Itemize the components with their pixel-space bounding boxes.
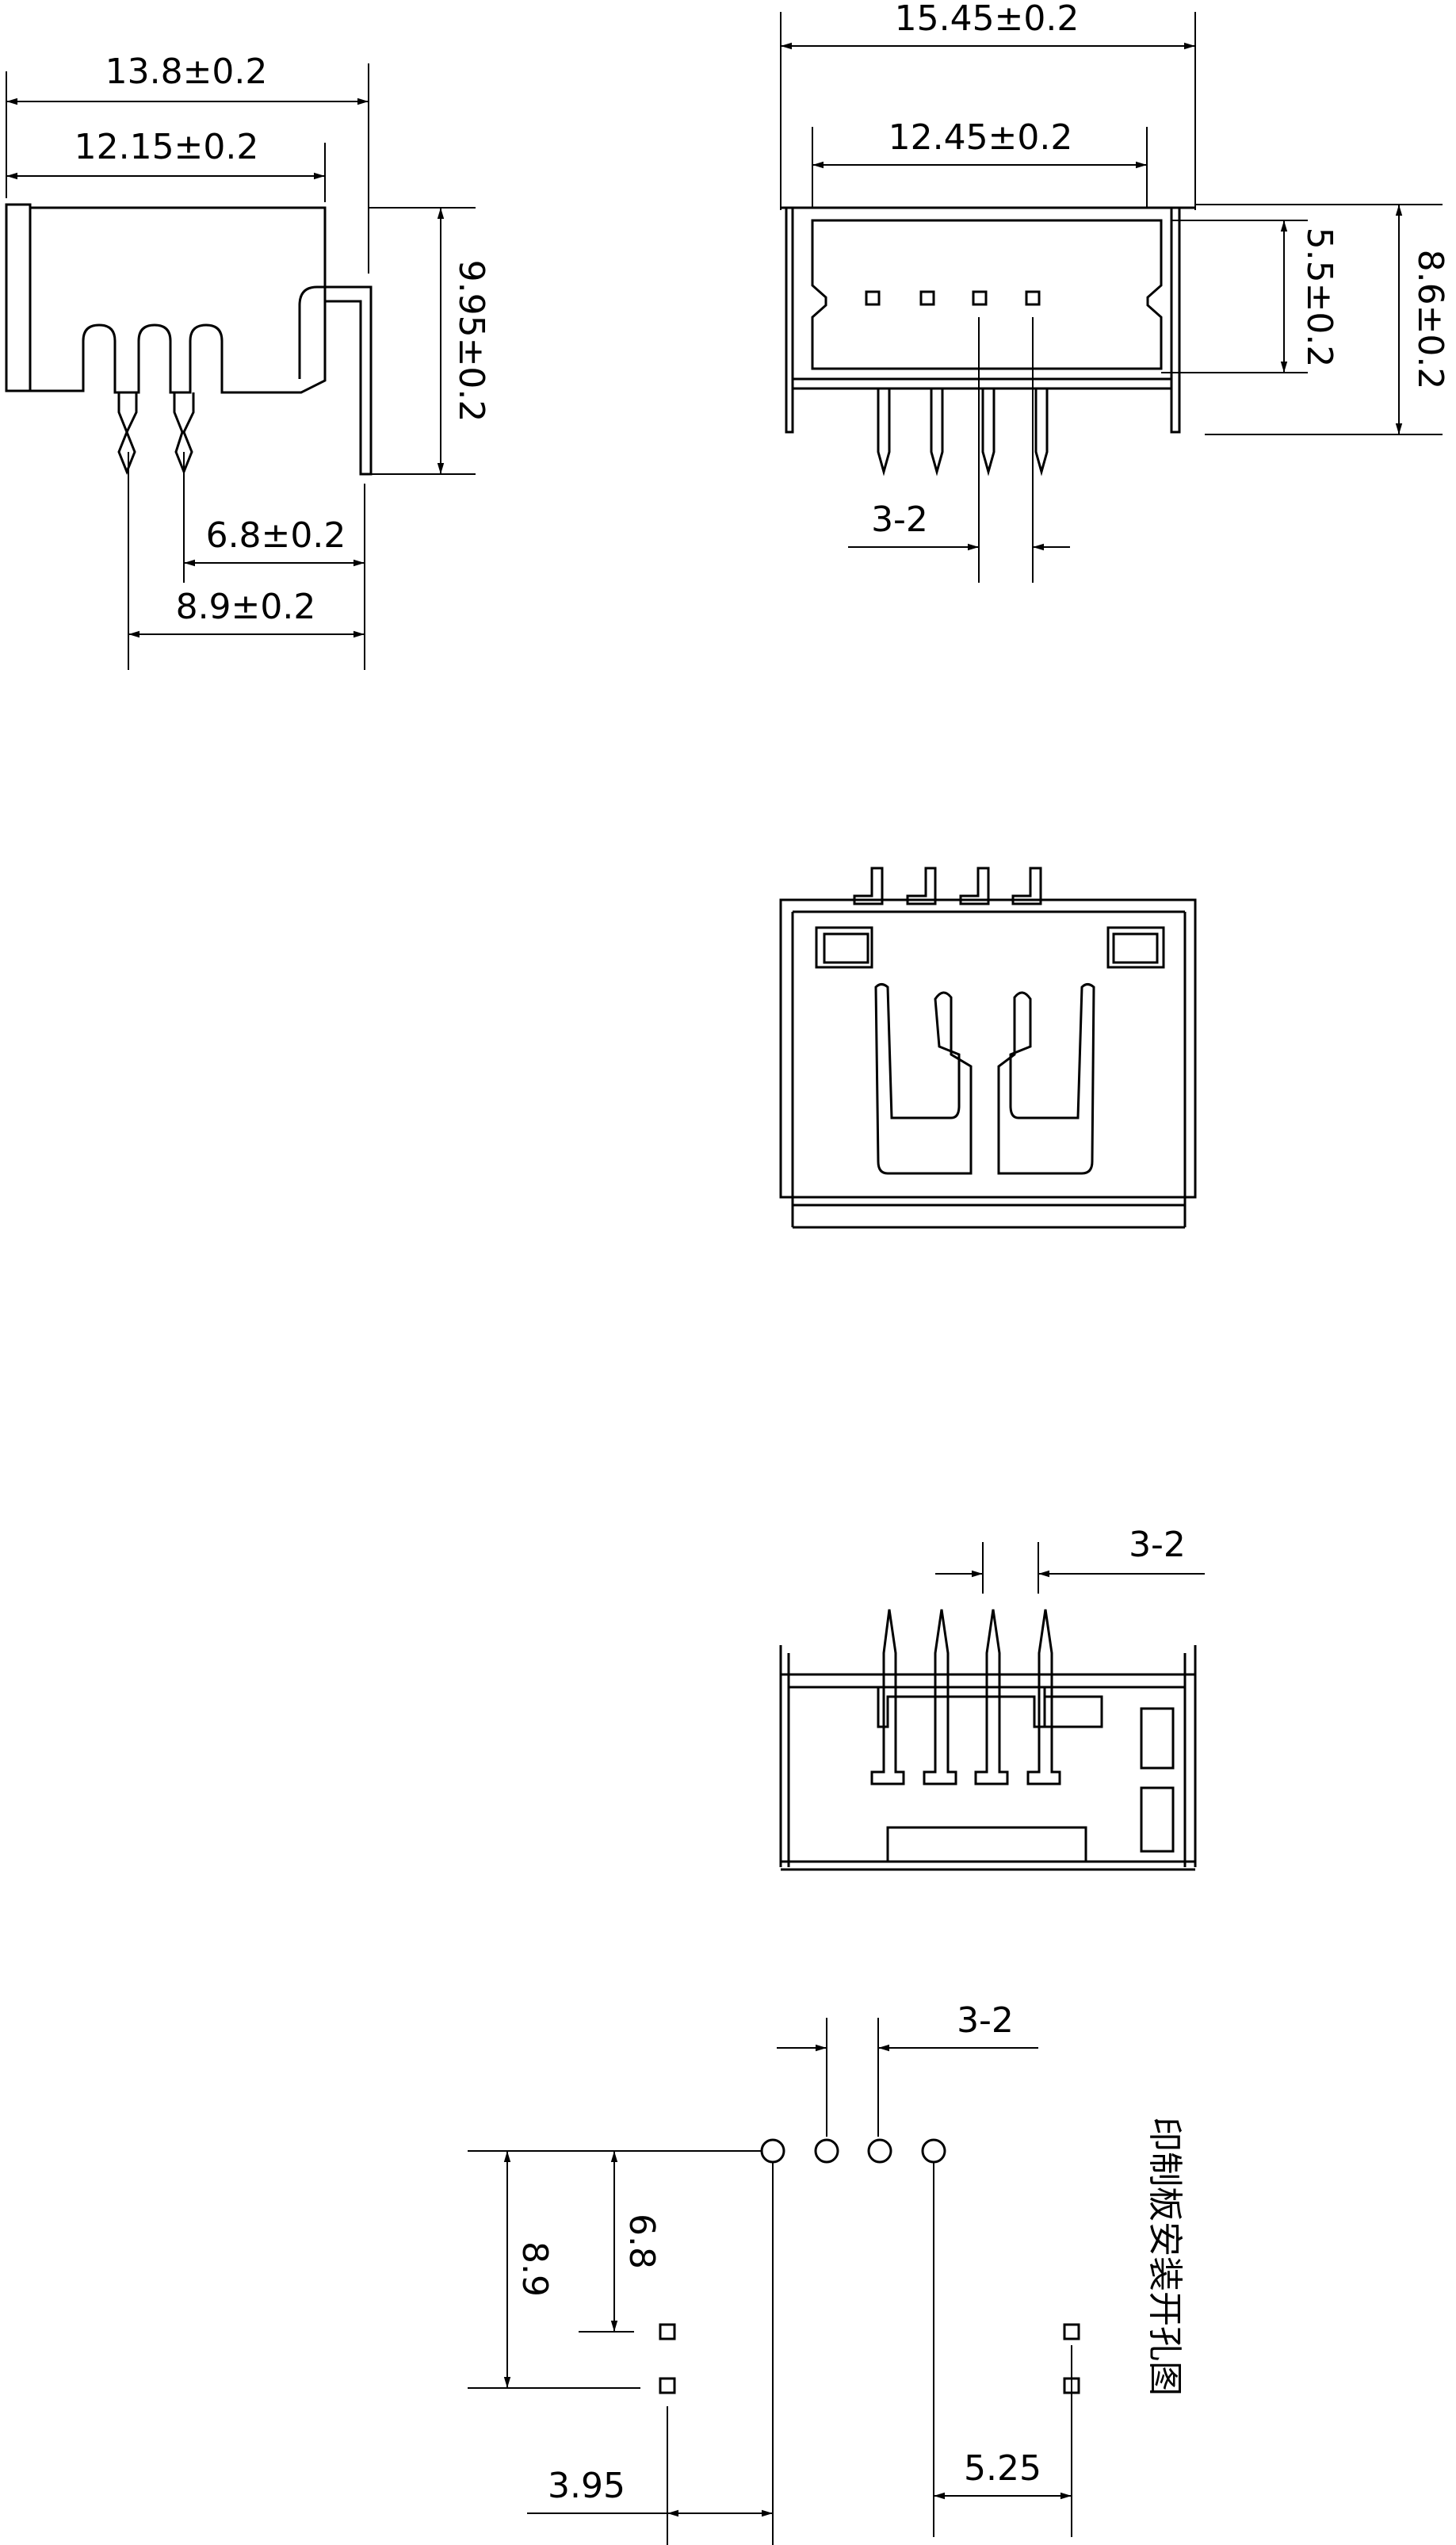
top-slot [811,219,1163,370]
bottom-window-1 [1140,1707,1175,1770]
front-view [779,867,1197,1229]
pcb-pad-left-1 [659,2323,676,2340]
pcb-pad-right-1 [1063,2323,1080,2340]
top-contact-2 [919,290,935,306]
label-slot-height: 5.5±0.2 [1299,228,1339,368]
label-pcb-row-2: 8.9 [514,2241,555,2297]
front-tail-1 [853,867,884,905]
bottom-base-bar [886,1826,1087,1863]
side-front-flange [5,203,32,392]
pcb-layout: 3-2 6.8 8.9 3.95 5.25 印制板安装开孔图 [468,2000,1185,2545]
side-view: 13.8±0.2 12.15±0.2 9.95±0.2 6.8±0.2 8.9±… [5,52,491,670]
label-pin-row-1: 6.8±0.2 [206,515,346,556]
pcb-hole-3 [867,2138,892,2164]
pcb-hole-4 [921,2138,946,2164]
front-contact-left [874,983,973,1175]
label-top-pin-pitch: 3-2 [871,499,928,540]
top-pin-1 [877,388,891,476]
bottom-pin-1 [870,1609,905,1785]
top-contact-1 [865,290,881,306]
pcb-hole-1 [760,2138,785,2164]
label-height: 9.95±0.2 [451,260,491,423]
front-window-right [1106,926,1165,969]
label-body-length: 12.15±0.2 [75,127,259,167]
label-bottom-pin-pitch: 3-2 [1129,1525,1186,1565]
front-contact-right [997,983,1095,1175]
front-tail-4 [1011,867,1042,905]
label-pcb-pin-pitch: 3-2 [957,2000,1014,2041]
pcb-caption: 印制板安装开孔图 [1145,2117,1185,2396]
label-overall-height: 8.6±0.2 [1410,250,1450,390]
bottom-pin-4 [1026,1609,1061,1785]
label-pcb-right-offset: 5.25 [964,2448,1041,2489]
label-overall-width: 15.45±0.2 [895,0,1080,39]
top-contact-4 [1025,290,1041,306]
label-overall-length: 13.8±0.2 [105,52,268,92]
label-inner-width: 12.45±0.2 [889,117,1073,158]
label-pin-row-2: 8.9±0.2 [176,587,316,627]
label-pcb-row-1: 6.8 [621,2214,662,2269]
side-body [30,206,327,394]
top-contact-3 [972,290,988,306]
front-shell [779,898,1197,1199]
bottom-window-2 [1140,1786,1175,1853]
front-tail-2 [906,867,937,905]
bottom-pin-2 [923,1609,957,1785]
bottom-view: 3-2 [779,1525,1205,1871]
side-rear-pin [298,285,373,476]
top-pin-3 [981,388,996,476]
bottom-pin-3 [974,1609,1009,1785]
label-pcb-left-offset: 3.95 [548,2466,625,2506]
bottom-inner-block [877,1687,1046,1728]
pcb-pad-left-2 [659,2377,676,2394]
front-tail-3 [959,867,990,905]
top-pin-4 [1034,388,1049,476]
top-view: 15.45±0.2 12.45±0.2 5.5±0.2 8.6±0.2 [780,0,1450,583]
top-pin-2 [930,388,944,476]
side-pin-1 [117,392,138,476]
front-window-left [815,926,873,969]
pcb-hole-2 [814,2138,839,2164]
